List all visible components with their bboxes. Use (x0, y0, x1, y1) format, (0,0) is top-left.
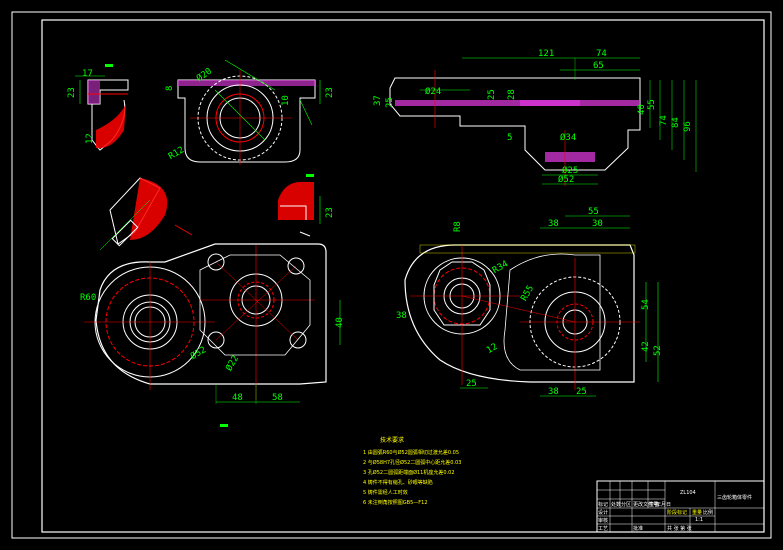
dim-d25c: Ø25 (562, 165, 578, 176)
dim-48: 48 (232, 393, 243, 403)
dim-25d: 25 (466, 379, 477, 389)
tb-design: 设计 (598, 509, 608, 516)
dim-40b: 40 (335, 317, 345, 328)
dim-38c: 38 (548, 387, 559, 397)
dim-28: 28 (507, 89, 517, 100)
dim-d52top: Ø52 (558, 174, 574, 185)
dim-23c: 23 (325, 207, 335, 218)
tb-stage: 阶段标记 (667, 509, 687, 516)
dim-30: 30 (592, 219, 603, 229)
section-view-small: 17 23 12 (67, 64, 129, 151)
dim-74a: 74 (596, 49, 607, 59)
top-view: Ø20 8 10 23 R12 (165, 59, 335, 165)
dim-12b: 12 (485, 342, 499, 356)
tech-note-5: 5 铸件需经人工时效 (363, 489, 408, 496)
dim-d22: Ø22 (224, 353, 242, 373)
front-view-left: R60 Ø52 Ø22 40 48 58 (80, 243, 345, 427)
dim-R60: R60 (80, 293, 96, 303)
dim-55: 55 (588, 207, 599, 217)
tb-process: 工艺 (598, 526, 608, 532)
front-view-right: 38 55 30 R8 R34 R55 38 12 54 42 52 25 38… (396, 207, 663, 397)
tb-check: 审核 (598, 517, 608, 524)
tb-scale: 比例 (703, 509, 713, 516)
title-block: ZL104 三齿轮箱体零件 标记 处数 分区 更改文件号 签名 年月日 设计 审… (596, 480, 765, 533)
dim-121: 121 (538, 49, 554, 59)
outer-frame (11, 11, 772, 539)
dim-40: 40 (637, 104, 647, 115)
side-section-view: 121 74 65 37 25 25 28 Ø24 Ø34 5 Ø25 Ø52 … (373, 49, 697, 186)
dim-10: 10 (281, 95, 291, 106)
dim-R12: R12 (167, 145, 186, 162)
dim-R55: R55 (519, 284, 536, 303)
dim-38a: 38 (548, 219, 559, 229)
dim-d34: Ø34 (560, 132, 576, 143)
dim-25b: 25 (487, 89, 497, 100)
dim-65: 65 (593, 61, 604, 71)
tech-note-3: 3 孔Ø52二圆弧距端面Ø11机座允差0.02 (363, 469, 455, 476)
tb-sign: 签名 (649, 501, 659, 508)
inner-frame (41, 19, 765, 533)
tb-mark: 标记 (598, 501, 608, 508)
dim-55r: 55 (647, 99, 657, 110)
tech-note-1: 1 由圆弧R60与Ø52圆弧相切过渡允差0.05 (363, 449, 459, 456)
dim-R34: R34 (491, 259, 510, 276)
tech-note-2: 2 与Ø58H7孔径Ø52二圆弧中心距允差0.03 (363, 459, 461, 466)
dim-5: 5 (507, 133, 512, 143)
tb-sheet: 共 张 第 张 (667, 525, 692, 532)
dim-54: 54 (641, 299, 651, 310)
dim-23a: 23 (67, 87, 77, 98)
dim-R8: R8 (453, 221, 463, 232)
tech-note-6: 6 未注倒角按照图GB5—F12 (363, 499, 428, 506)
dim-23b: 23 (325, 87, 335, 98)
dim-58: 58 (272, 393, 283, 403)
tb-approve: 批准 (633, 525, 643, 532)
tech-notes-title: 技术要求 (380, 436, 404, 444)
tech-note-4: 4 铸件不得有缩孔、砂眼等缺陷 (363, 479, 433, 486)
dim-37: 37 (373, 95, 383, 106)
dim-R38b: 38 (396, 311, 407, 321)
dim-52: 52 (653, 345, 663, 356)
tb-weight: 重量 (692, 509, 702, 516)
tb-zone: 分区 (621, 501, 631, 508)
dim-84: 84 (671, 117, 681, 128)
dim-R52: Ø52 (189, 344, 209, 362)
dim-17: 17 (82, 69, 93, 79)
tb-change: 更改文件号 (633, 501, 658, 508)
dim-42: 42 (641, 341, 651, 352)
detail-view-small-right: 23 (278, 174, 335, 237)
tb-count: 处数 (611, 501, 621, 508)
tb-scale-value: 1:1 (695, 517, 703, 523)
dim-8: 8 (165, 86, 175, 91)
dim-12: 12 (85, 133, 95, 144)
technical-requirements: 技术要求 1 由圆弧R60与Ø52圆弧相切过渡允差0.05 2 与Ø58H7孔径… (363, 436, 461, 506)
dim-25a: 25 (385, 97, 395, 108)
dim-74b: 74 (659, 115, 669, 126)
dim-d24: Ø24 (425, 86, 441, 97)
tb-date: 年月日 (656, 501, 671, 508)
part-name: 三齿轮箱体零件 (717, 494, 752, 501)
detail-view-rotated (99, 177, 193, 251)
material-code: ZL104 (680, 490, 696, 496)
dim-96: 96 (683, 121, 693, 132)
dim-25e: 25 (576, 387, 587, 397)
